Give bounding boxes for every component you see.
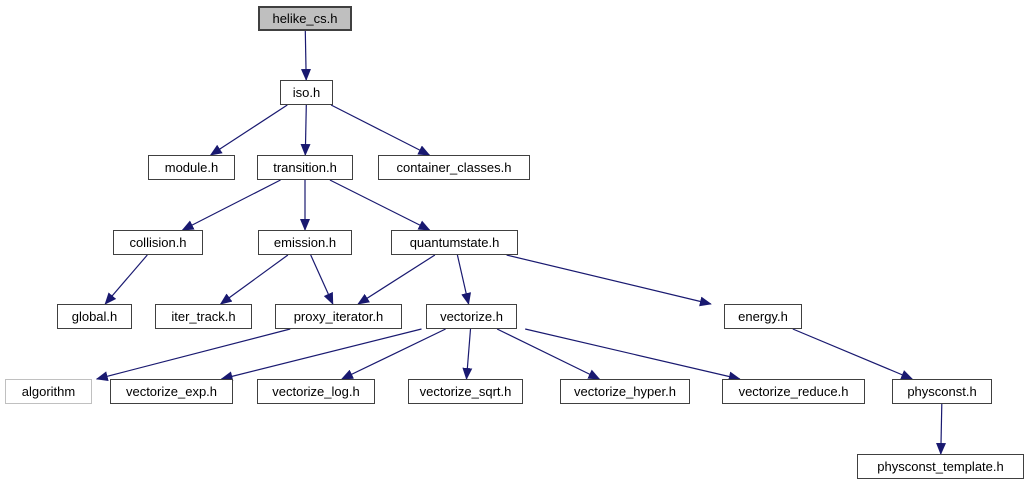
edge-helike_cs-to-iso [300,30,311,81]
node-vectorize_hyper[interactable]: vectorize_hyper.h [560,379,690,404]
node-energy[interactable]: energy.h [724,304,802,329]
node-label-proxy_iterator: proxy_iterator.h [293,309,384,324]
node-helike_cs: helike_cs.h [258,6,352,31]
edge-vectorize-to-vectorize_hyper [496,328,601,380]
edge-vectorize-to-vectorize_reduce [525,328,741,382]
edge-proxy_iterator-to-algorithm [95,328,291,382]
node-vectorize_reduce[interactable]: vectorize_reduce.h [722,379,865,404]
edge-iso-to-transition [300,104,311,156]
edge-transition-to-collision [181,179,281,231]
node-physconst[interactable]: physconst.h [892,379,992,404]
node-label-transition: transition.h [273,160,337,175]
node-algorithm: algorithm [5,379,92,404]
edge-physconst-to-physconst_template [936,403,947,455]
node-label-physconst_template: physconst_template.h [877,459,1004,474]
node-physconst_template[interactable]: physconst_template.h [857,454,1024,479]
edge-emission-to-iter_track [219,254,289,305]
node-label-module: module.h [164,160,219,175]
node-vectorize_log[interactable]: vectorize_log.h [257,379,375,404]
node-label-iter_track: iter_track.h [171,309,236,324]
node-iso[interactable]: iso.h [280,80,333,105]
node-label-algorithm: algorithm [21,384,76,399]
node-label-emission: emission.h [273,235,337,250]
edge-iso-to-container_classes [330,104,431,156]
edge-quantumstate-to-proxy_iterator [357,254,436,305]
node-label-vectorize_log: vectorize_log.h [272,384,360,399]
edge-vectorize-to-vectorize_log [340,328,446,380]
node-label-vectorize_exp: vectorize_exp.h [125,384,218,399]
node-label-physconst: physconst.h [907,384,977,399]
edge-collision-to-global [104,254,148,305]
edge-quantumstate-to-energy [506,254,712,307]
node-label-vectorize_hyper: vectorize_hyper.h [574,384,676,399]
node-module[interactable]: module.h [148,155,235,180]
node-vectorize[interactable]: vectorize.h [426,304,517,329]
node-label-energy: energy.h [738,309,788,324]
edge-quantumstate-to-vectorize [456,254,472,305]
node-proxy_iterator[interactable]: proxy_iterator.h [275,304,402,329]
node-label-vectorize: vectorize.h [440,309,503,324]
node-label-vectorize_sqrt: vectorize_sqrt.h [419,384,512,399]
node-label-quantumstate: quantumstate.h [409,235,500,250]
node-collision[interactable]: collision.h [113,230,203,255]
node-label-helike_cs: helike_cs.h [272,11,338,26]
node-quantumstate[interactable]: quantumstate.h [391,230,518,255]
node-transition[interactable]: transition.h [257,155,353,180]
node-container_classes[interactable]: container_classes.h [378,155,530,180]
node-label-global: global.h [71,309,118,324]
node-label-vectorize_reduce: vectorize_reduce.h [738,384,849,399]
edge-iso-to-module [209,104,288,156]
edge-transition-to-quantumstate [329,179,431,231]
node-emission[interactable]: emission.h [258,230,352,255]
edge-vectorize-to-vectorize_sqrt [462,328,473,380]
node-label-collision: collision.h [129,235,187,250]
node-label-container_classes: container_classes.h [396,160,512,175]
node-label-iso: iso.h [292,85,321,100]
node-global[interactable]: global.h [57,304,132,329]
edge-energy-to-physconst [792,328,914,380]
edge-vectorize-to-vectorize_exp [220,328,422,382]
node-vectorize_exp[interactable]: vectorize_exp.h [110,379,233,404]
node-vectorize_sqrt[interactable]: vectorize_sqrt.h [408,379,523,404]
node-iter_track[interactable]: iter_track.h [155,304,252,329]
edge-emission-to-proxy_iterator [310,254,334,305]
